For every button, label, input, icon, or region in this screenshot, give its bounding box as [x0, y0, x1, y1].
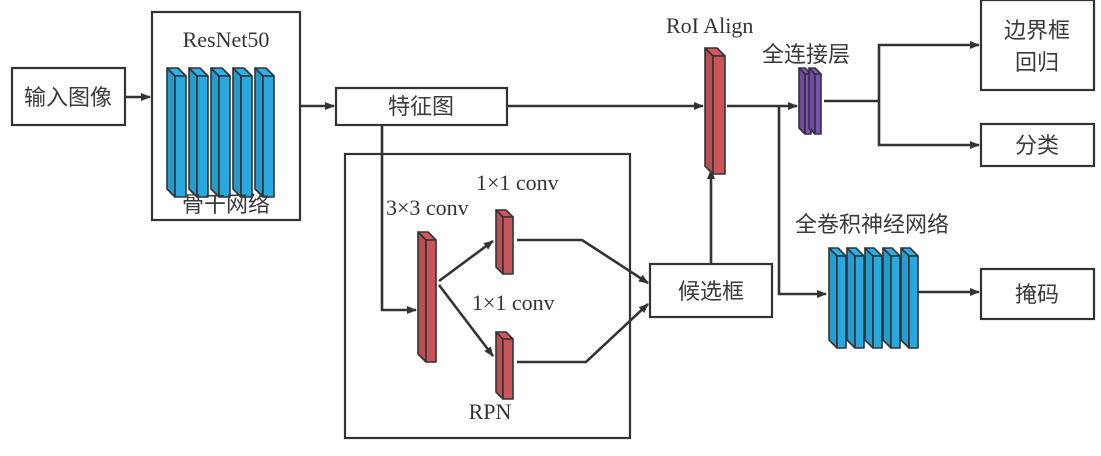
backbone-node: ResNet50 骨干网络: [150, 10, 302, 222]
fcn-layer: [828, 247, 847, 349]
bbox-regression-node: 边界框 回归: [979, 0, 1096, 92]
fc-slab: [808, 67, 822, 135]
feature-map-label: 特征图: [388, 95, 454, 120]
backbone-layer-stack: [166, 67, 275, 198]
conv3x3-label: 3×3 conv: [386, 195, 469, 220]
fc-layer-label: 全连接层: [762, 43, 850, 68]
conv1x1-bottom-slab: [495, 331, 514, 400]
roi-align-slab: [704, 47, 726, 175]
mask-label: 掩码: [1015, 283, 1059, 308]
fcn-layer-stack: [828, 247, 919, 349]
roi-align-layer-block: [704, 47, 726, 175]
mask-node: 掩码: [979, 267, 1096, 321]
conv1x1-top-layer-block: [495, 209, 514, 275]
fcn-layer: [900, 247, 919, 349]
rpn-container: RPN: [343, 152, 632, 440]
conv1x1-top-slab: [495, 209, 514, 275]
backbone-layer: [188, 67, 209, 198]
backbone-name-label: ResNet50: [183, 27, 270, 52]
backbone-layer: [254, 67, 275, 198]
backbone-layer: [166, 67, 187, 198]
edge-conv1x1-bottom-to-proposals: [517, 303, 649, 364]
bbox-regression-label-line2: 回归: [1015, 51, 1059, 76]
edge-conv3x3-to-conv1x1-bottom: [437, 284, 495, 357]
edge-fc-to-classification: [877, 101, 980, 149]
fcn-layer: [864, 247, 883, 349]
conv1x1-bottom-label: 1×1 conv: [472, 290, 555, 315]
input-image-node: 输入图像: [10, 66, 127, 127]
classification-label: 分类: [1015, 134, 1059, 159]
input-image-label: 输入图像: [24, 86, 112, 111]
conv1x1-top-label: 1×1 conv: [476, 170, 559, 195]
fc-layer-block: [798, 67, 822, 135]
edge-feature-map-to-conv3x3: [380, 125, 417, 314]
feature-map-node: 特征图: [334, 86, 509, 127]
fcn-layer: [882, 247, 901, 349]
proposals-label: 候选框: [678, 280, 744, 305]
classification-node: 分类: [979, 122, 1096, 168]
backbone-layer: [210, 67, 231, 198]
backbone-layer: [232, 67, 253, 198]
fcn-layer: [846, 247, 865, 349]
fc-slab: [798, 67, 812, 135]
caption-clipped: [340, 449, 760, 456]
fcn-label: 全卷积神经网络: [795, 213, 949, 238]
edge-conv1x1-top-to-proposals: [517, 238, 649, 285]
edge-roi-align-to-fcn: [777, 106, 827, 298]
proposals-node: 候选框: [648, 262, 774, 319]
edge-conv3x3-to-conv1x1-top: [438, 239, 494, 283]
conv1x1-bottom-layer-block: [495, 331, 514, 400]
rpn-label: RPN: [469, 399, 512, 424]
backbone-label: 骨干网络: [182, 193, 270, 218]
conv3x3-slab: [417, 231, 437, 363]
roi-align-label: RoI Align: [666, 13, 753, 38]
bbox-regression-label-line1: 边界框: [1004, 19, 1070, 44]
edge-fc-to-bbox-regression: [877, 41, 980, 101]
conv3x3-layer-block: [417, 231, 437, 363]
